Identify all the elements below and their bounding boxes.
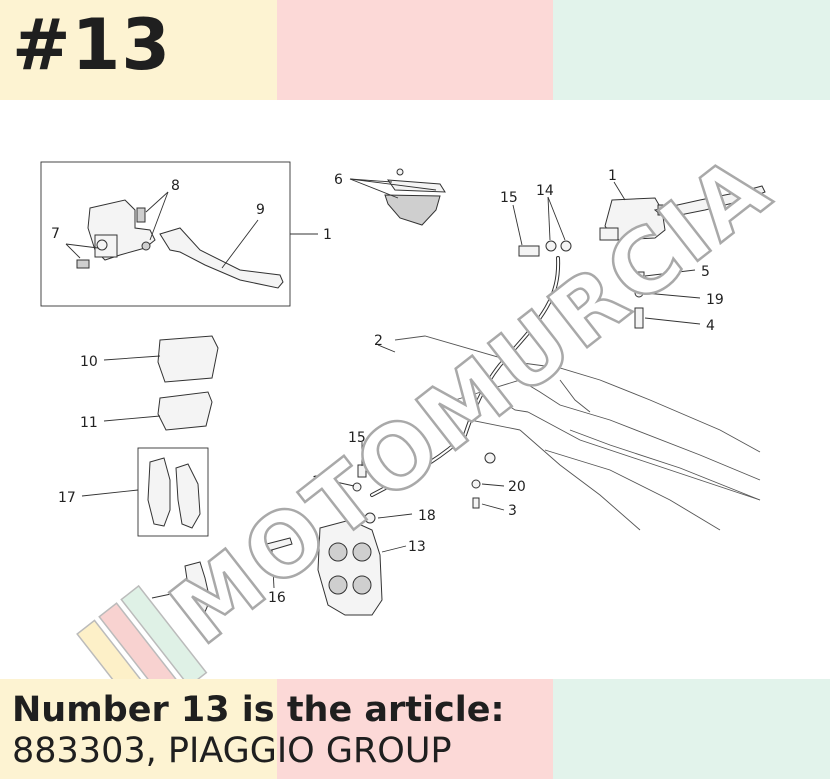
left-master-cylinder-icon <box>76 199 156 269</box>
hose-guide-icon <box>484 452 496 464</box>
callout-8: 8 <box>171 178 180 194</box>
callout-7: 7 <box>51 226 60 242</box>
watermark-stripe-green <box>120 584 208 679</box>
header-band-green <box>553 0 830 100</box>
header-band <box>0 0 830 100</box>
brake-pad-17b-icon <box>175 463 201 529</box>
caption-band <box>0 679 830 779</box>
page-title: #13 <box>12 4 172 86</box>
washer-14-lower-icon <box>352 482 362 492</box>
caption-article-number: 883303, PIAGGIO GROUP <box>12 731 452 771</box>
callout-10: 10 <box>80 354 98 370</box>
callout-14-lower: 14 <box>312 474 330 490</box>
callout-18: 18 <box>418 508 436 524</box>
banjo-bolt-15-top-icon <box>518 245 540 257</box>
callout-13: 13 <box>408 539 426 555</box>
leader-lines <box>65 178 701 599</box>
washer-19-icon <box>634 288 644 298</box>
reservoir-cap-6-icon <box>384 168 446 226</box>
screw-3-icon <box>472 497 480 509</box>
watermark-stripe-pink <box>98 602 186 679</box>
callout-19: 19 <box>706 292 724 308</box>
exploded-parts-diagram: 1 1 2 3 4 5 6 7 8 9 10 11 12 13 14 14 15… <box>40 133 791 679</box>
callout-16: 16 <box>268 590 286 606</box>
caption-band-pink <box>276 679 554 779</box>
callout-5: 5 <box>701 264 710 280</box>
caliper-bolt-16-icon <box>254 537 293 555</box>
right-master-cylinder-icon <box>599 185 766 241</box>
callout-11: 11 <box>80 415 98 431</box>
brake-lever-9-icon <box>159 227 284 289</box>
pad-pin-12-icon <box>184 561 211 613</box>
brake-hose-2-icon <box>370 256 561 497</box>
washer-14-top-b-icon <box>560 240 572 252</box>
frame-outline <box>394 335 761 531</box>
pad-shim-11-icon <box>157 391 213 431</box>
callout-3: 3 <box>508 503 517 519</box>
header-band-pink <box>276 0 554 100</box>
clamp-5-icon <box>627 271 645 283</box>
callout-15-lower: 15 <box>348 430 366 446</box>
brake-pad-17a-icon <box>147 457 171 527</box>
inset-box-pads <box>137 447 209 537</box>
callout-17: 17 <box>58 490 76 506</box>
callout-2: 2 <box>374 333 383 349</box>
header-band-yellow <box>0 0 277 100</box>
washer-14-top-a-icon <box>545 240 557 252</box>
callout-14-top: 14 <box>536 183 554 199</box>
callout-1-left: 1 <box>323 227 332 243</box>
callout-15-top: 15 <box>500 190 518 206</box>
caption-band-yellow <box>0 679 277 779</box>
caption-article-heading: Number 13 is the article: <box>12 690 505 730</box>
screw-4-icon <box>634 307 644 329</box>
callout-1-right: 1 <box>608 168 617 184</box>
callout-9: 9 <box>256 202 265 218</box>
pad-spring-10-icon <box>157 335 219 383</box>
watermark-text: MOTOMURCIA <box>152 134 790 664</box>
caption-band-green <box>553 679 830 779</box>
callout-6: 6 <box>334 172 343 188</box>
watermark-stripe-yellow <box>76 619 164 679</box>
brake-caliper-13-icon <box>317 519 383 616</box>
callout-20: 20 <box>508 479 526 495</box>
washer-20-icon <box>471 479 481 489</box>
bleeder-18-icon <box>364 512 376 524</box>
callout-4: 4 <box>706 318 715 334</box>
